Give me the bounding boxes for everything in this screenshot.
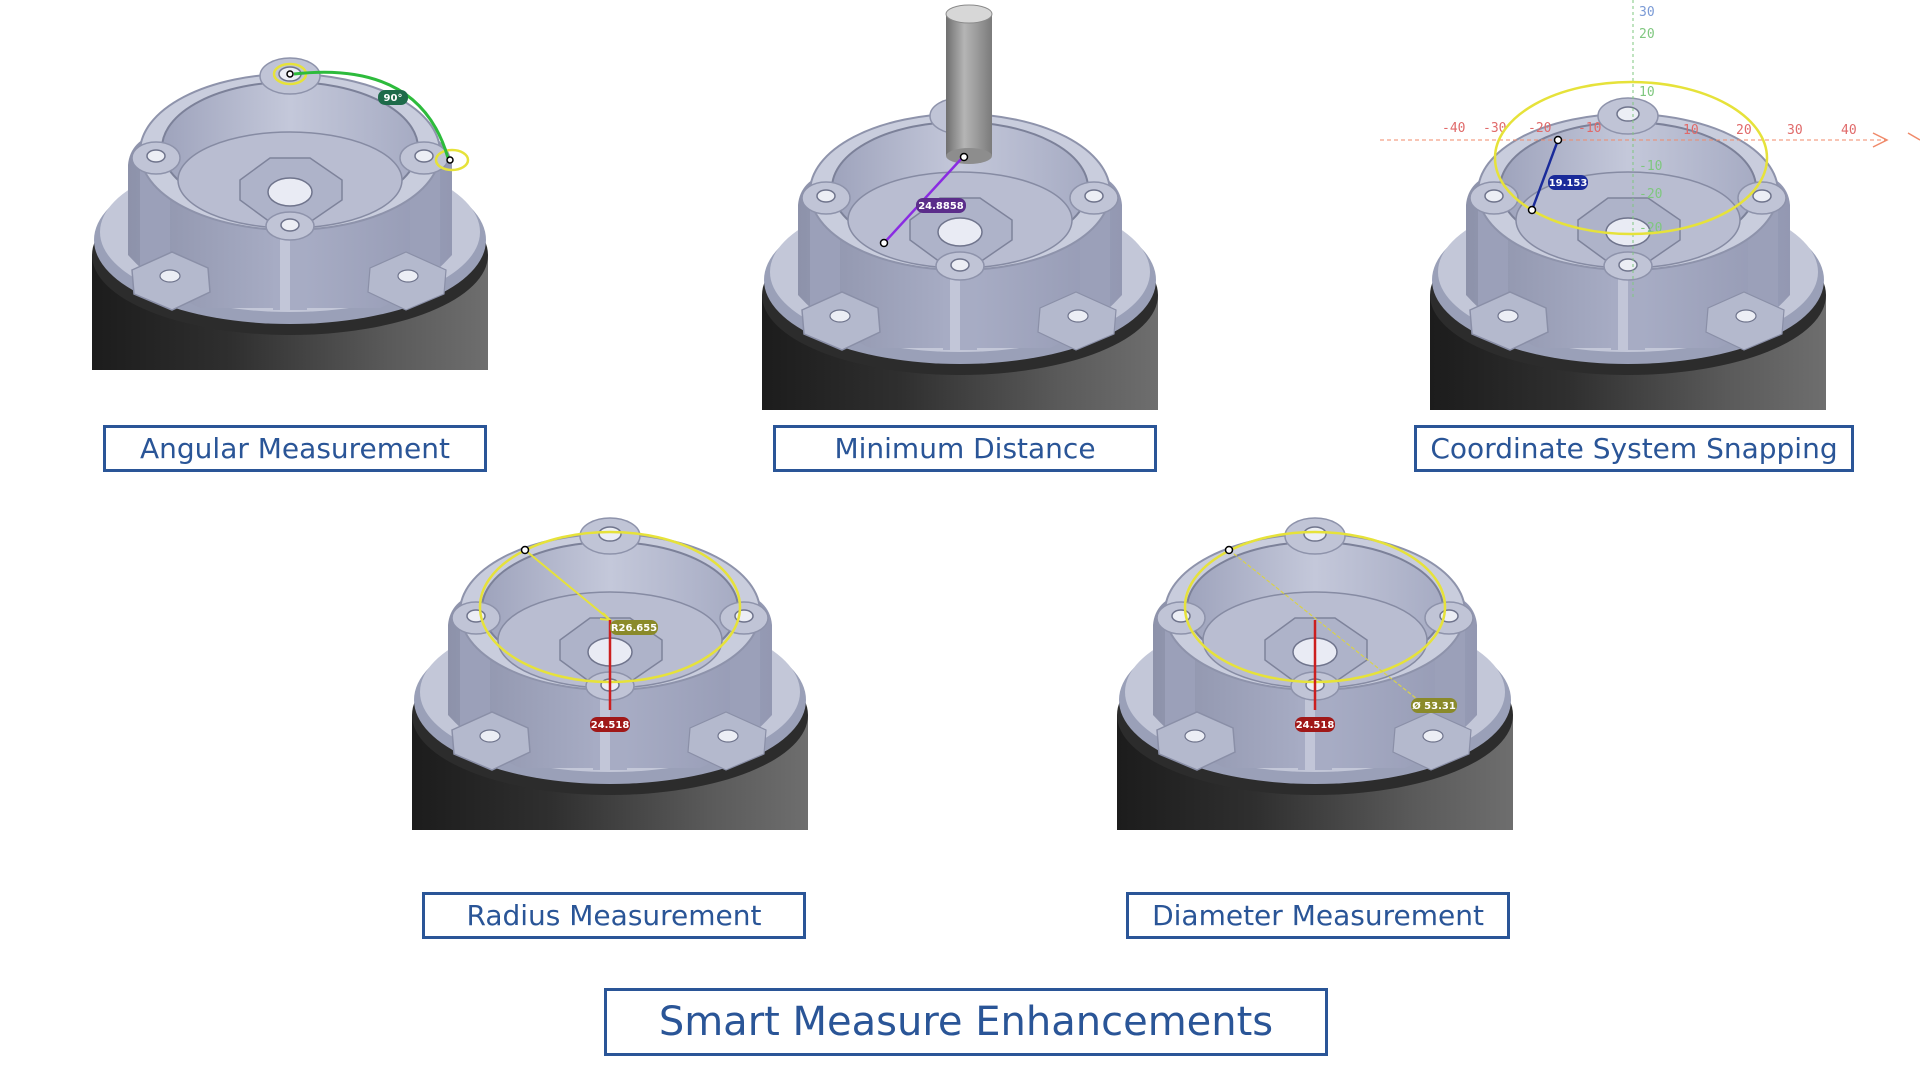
selected-hole-right — [434, 148, 470, 172]
distance-value: 24.8858 — [918, 201, 964, 212]
coordinate-distance-value: 19.153 — [1549, 178, 1588, 189]
caption-diameter-measurement: Diameter Measurement — [1126, 892, 1510, 939]
diameter-line — [1228, 549, 1418, 700]
probe-rod — [946, 14, 992, 156]
caption-coordinate-system-snapping: Coordinate System Snapping — [1414, 425, 1854, 472]
diameter-value: Ø 53.31 — [1412, 700, 1456, 712]
angle-value: 90° — [384, 93, 403, 104]
coordinate-distance-line — [1530, 139, 1560, 211]
caption-radius-measurement: Radius Measurement — [422, 892, 806, 939]
x-tick: 30 — [1787, 123, 1803, 138]
depth-label-badge — [1295, 717, 1335, 732]
radius-line — [524, 549, 611, 621]
coordinate-snapping-view[interactable]: -40 -30 -20 -10 10 20 30 40 30 20 10 -10… — [1375, 0, 1920, 410]
angular-measurement-view[interactable]: 90° — [80, 20, 500, 410]
y-tick: -10 — [1639, 159, 1662, 174]
coordinate-label-badge — [1548, 175, 1588, 190]
page-title: Smart Measure Enhancements — [604, 988, 1328, 1056]
x-tick: -40 — [1442, 121, 1465, 136]
radius-value: R26.655 — [611, 623, 657, 634]
minimum-distance-view[interactable]: 24.8858 — [750, 0, 1170, 410]
angle-arc — [293, 70, 450, 159]
caption-angular-measurement: Angular Measurement — [103, 425, 487, 472]
distance-label-badge — [916, 198, 966, 213]
x-tick: -30 — [1483, 121, 1506, 136]
radius-label-badge — [610, 620, 658, 635]
caption-minimum-distance: Minimum Distance — [773, 425, 1157, 472]
y-tick: 10 — [1639, 85, 1655, 100]
radius-depth-value: 24.518 — [591, 720, 630, 731]
x-tick: 10 — [1683, 123, 1699, 138]
diameter-depth-value: 24.518 — [1296, 720, 1335, 731]
depth-label-badge — [590, 717, 630, 732]
radius-measurement-view[interactable]: R26.655 24.518 — [400, 495, 820, 885]
y-tick: -20 — [1639, 187, 1662, 202]
x-tick: 40 — [1841, 123, 1857, 138]
diameter-measurement-view[interactable]: Ø 53.31 24.518 — [1105, 495, 1525, 885]
x-tick: 20 — [1736, 123, 1752, 138]
x-tick: -20 — [1528, 121, 1551, 136]
diameter-label-badge — [1411, 698, 1457, 713]
x-tick: -10 — [1578, 121, 1601, 136]
y-tick: 30 — [1639, 5, 1655, 20]
snapped-circle — [1493, 80, 1769, 236]
y-tick: 20 — [1639, 27, 1655, 42]
angle-label-badge — [378, 90, 408, 105]
